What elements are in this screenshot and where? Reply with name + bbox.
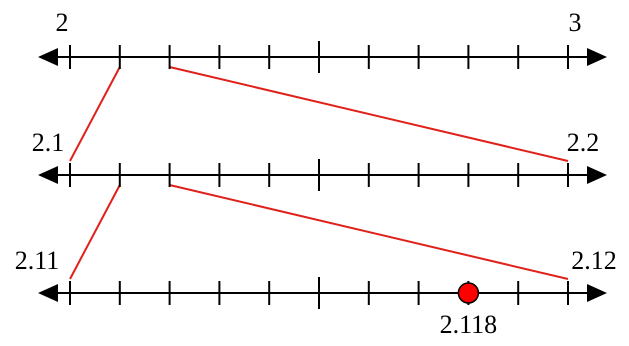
zoom-connector-1 [69, 66, 569, 162]
line-3-left-label: 2.11 [15, 246, 60, 275]
line-3-right-label: 2.12 [571, 246, 617, 275]
right-arrow-icon [587, 48, 607, 66]
line-1-left-label: 2 [56, 8, 69, 37]
right-arrow-icon [587, 166, 607, 184]
left-arrow-icon [38, 166, 58, 184]
right-arrow-icon [587, 284, 607, 302]
zoom-connector-2 [69, 184, 569, 280]
point-label: 2.118 [440, 310, 498, 339]
line-2-left-label: 2.1 [32, 128, 65, 157]
number-lines [38, 41, 607, 309]
left-arrow-icon [38, 284, 58, 302]
line-2-right-label: 2.2 [567, 128, 600, 157]
zoom-line-left [69, 184, 121, 280]
number-line-3 [38, 277, 607, 309]
line-1-right-label: 3 [569, 8, 582, 37]
zoom-line-right [169, 184, 569, 280]
point-marker [457, 282, 480, 304]
zoom-line-right [169, 66, 569, 162]
left-arrow-icon [38, 48, 58, 66]
number-line-2 [38, 159, 607, 191]
zoom-connectors [69, 66, 569, 280]
number-line-labels: 2 3 2.1 2.2 2.11 2.12 2.118 [15, 8, 617, 339]
plotted-points [457, 282, 480, 304]
number-line-1 [38, 41, 607, 73]
zoom-line-left [69, 66, 121, 162]
